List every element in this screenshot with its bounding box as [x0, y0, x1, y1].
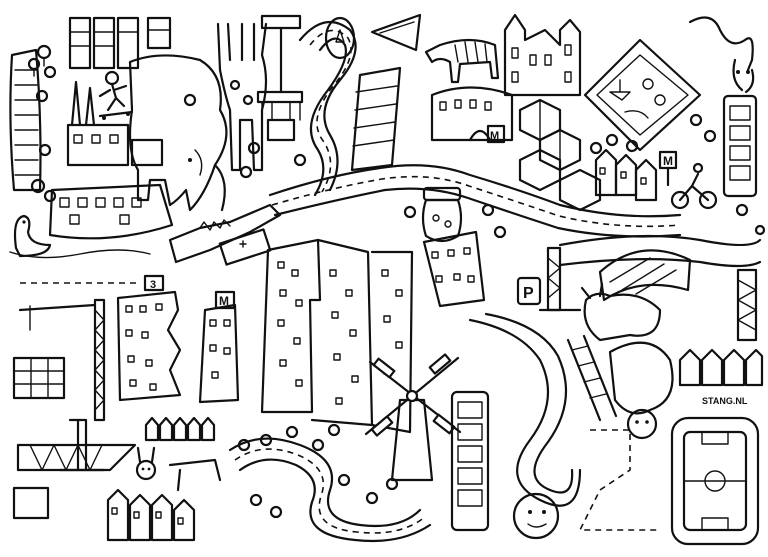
parking-blocks-top — [68, 16, 172, 70]
bull — [580, 282, 662, 342]
route-sign-text: 3 — [150, 279, 156, 291]
castle — [503, 13, 582, 97]
bridge-right — [538, 246, 582, 312]
jam-jar — [421, 186, 463, 243]
ambulance — [218, 228, 272, 266]
shell-pavilion — [598, 249, 692, 302]
town-bottom-left — [12, 486, 196, 542]
ship-hull — [9, 48, 42, 192]
rabbit — [135, 446, 157, 481]
skater-figure — [98, 70, 134, 120]
dashed-trail — [578, 429, 660, 531]
duck-pond — [583, 38, 702, 152]
crocodile — [168, 203, 282, 264]
windmill — [364, 353, 462, 482]
row-houses-bottom — [144, 416, 216, 442]
cube-houses — [518, 98, 602, 212]
bus-stop-sign-text: M — [663, 154, 673, 168]
football-stadium — [670, 416, 760, 546]
tent-shape — [370, 13, 422, 52]
metro-building: M — [198, 290, 240, 404]
village-houses-right — [594, 148, 658, 202]
tram-top-right — [722, 94, 758, 198]
running-person — [168, 458, 222, 492]
ladder-building — [350, 66, 402, 172]
artist-signature: STANG.NL — [702, 396, 748, 406]
slide-track — [468, 312, 582, 507]
face-portrait — [512, 492, 560, 540]
main-road — [268, 164, 682, 238]
swan — [13, 214, 52, 258]
park-road — [228, 437, 432, 543]
parking-sign-text: P — [523, 285, 534, 302]
bus-bottom-center — [450, 390, 490, 532]
house-row-center — [430, 86, 514, 142]
zebra — [424, 38, 500, 84]
crane-bottom-left — [16, 418, 137, 472]
radio-tower — [256, 14, 304, 142]
park-trees — [237, 423, 399, 519]
cyclist — [670, 162, 718, 210]
house-row-right — [678, 348, 764, 387]
giraffe — [216, 22, 268, 172]
ladder-track — [566, 334, 618, 422]
route-sign: 3 — [20, 274, 165, 292]
big-creature — [608, 341, 674, 440]
parking-sign: P — [516, 276, 542, 306]
scattered-trees — [183, 93, 766, 239]
tree-cluster-topleft — [27, 44, 57, 203]
winding-road-top — [298, 16, 357, 197]
bridge-far-right — [736, 268, 758, 342]
bus-stop-sign: M — [658, 150, 678, 187]
metro-sign-right-text: M — [490, 130, 499, 142]
apartment-block-left — [116, 290, 182, 402]
elephant — [128, 54, 228, 212]
metro-sign-left-text: M — [219, 294, 229, 308]
tall-towers — [260, 238, 414, 434]
squiggle-creature — [688, 16, 755, 94]
grid-building-left — [12, 356, 66, 400]
crane-left — [18, 298, 106, 422]
metro-sign-right: M — [486, 124, 506, 144]
houses-mid-right — [422, 230, 486, 308]
